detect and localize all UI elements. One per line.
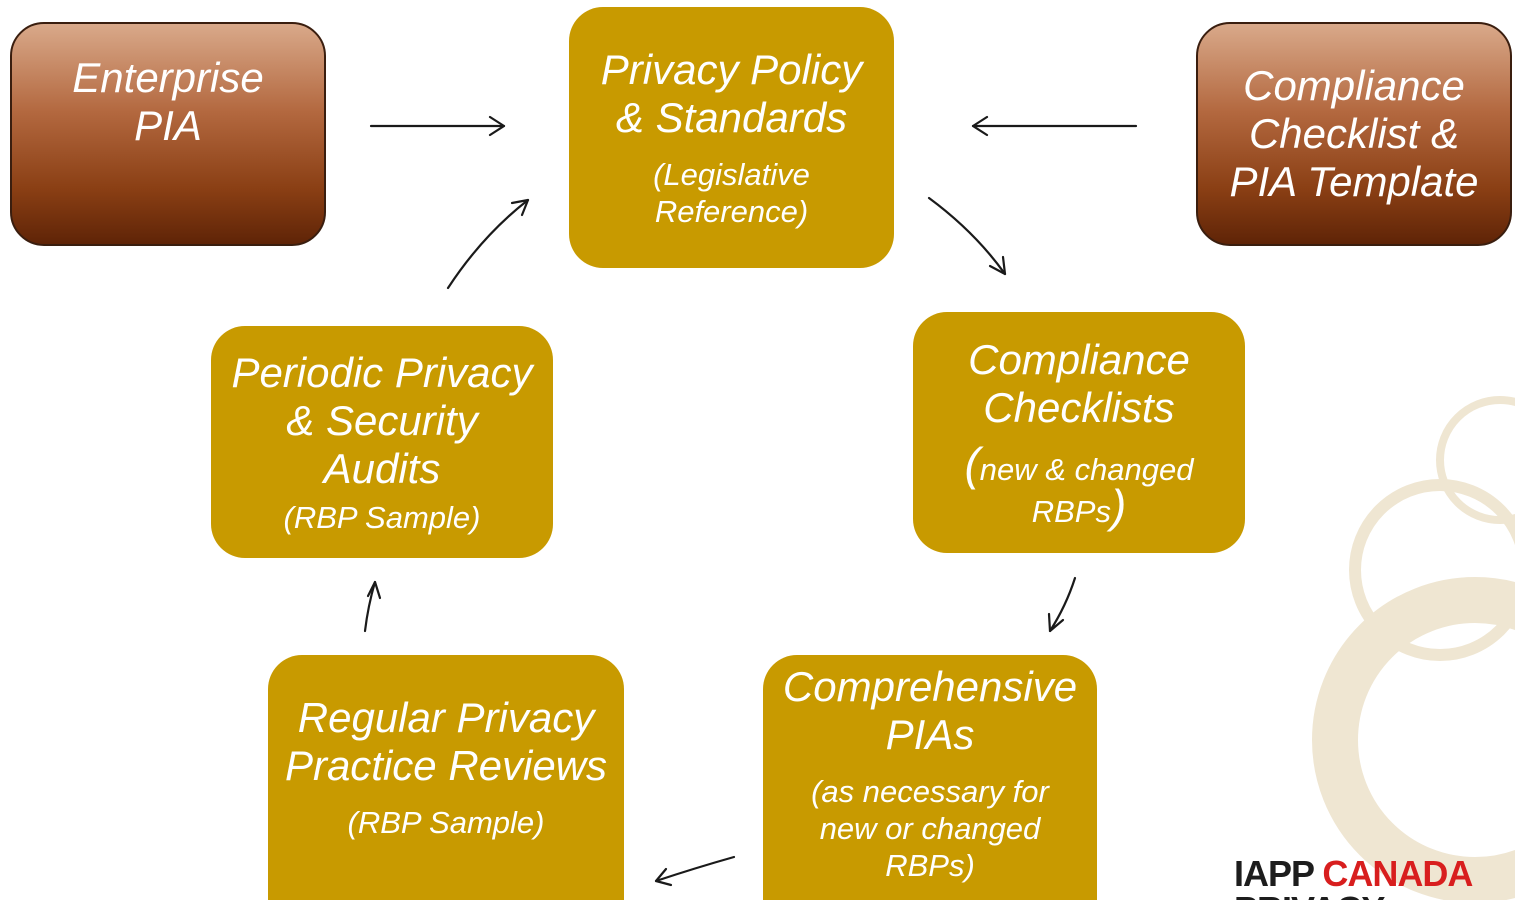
arrow-template-to-policy <box>971 115 1138 137</box>
watermark-ring <box>1312 577 1515 900</box>
comprehensive-sub2: new or changed <box>819 811 1041 846</box>
security-audits-line1: Periodic Privacy <box>231 348 533 396</box>
security-audits-node: Periodic Privacy & Security Audits (RBP … <box>211 326 553 558</box>
close-paren: ) <box>1110 479 1127 532</box>
privacy-policy-line1: Privacy Policy <box>600 45 863 93</box>
logo-word1: IAPP <box>1234 855 1314 894</box>
practice-reviews-sub: (RBP Sample) <box>347 805 545 840</box>
compliance-checklists-sub1: (new & changed <box>964 437 1194 490</box>
security-audits-sub: (RBP Sample) <box>283 499 481 535</box>
logo-word2: CANADA <box>1322 855 1473 894</box>
practice-reviews-line2: Practice Reviews <box>284 742 608 789</box>
compliance-template-line1: Compliance <box>1243 62 1465 109</box>
arrow-checklists-to-comprehensive <box>1047 576 1077 633</box>
compliance-template-node: Compliance Checklist & PIA Template <box>1196 22 1512 246</box>
comprehensive-sub1: (as necessary for <box>811 774 1049 809</box>
compliance-checklists-sub2: RBPs) <box>1031 479 1127 532</box>
privacy-policy-line2: & Standards <box>615 93 848 141</box>
iapp-logo: IAPP CANADA PRIVACY <box>1234 855 1515 900</box>
comprehensive-line2: PIAs <box>885 711 975 758</box>
compliance-checklists-line2: Checklists <box>983 383 1175 431</box>
watermark-ring <box>1349 479 1515 661</box>
security-audits-line2: & Security <box>286 396 478 444</box>
enterprise-pia-node: Enterprise PIA <box>10 22 326 246</box>
arrow-policy-to-checklists <box>927 196 1007 276</box>
logo-line2: PRIVACY <box>1234 891 1515 900</box>
arrow-audits-to-policy <box>446 198 530 290</box>
compliance-template-line2: Checklist & <box>1248 110 1460 157</box>
compliance-template-line3: PIA Template <box>1229 158 1479 205</box>
comprehensive-line1: Comprehensive <box>782 663 1078 710</box>
privacy-policy-node: Privacy Policy & Standards (Legislative … <box>569 7 894 268</box>
enterprise-pia-title: Enterprise PIA <box>72 54 264 149</box>
privacy-policy-sub2: Reference) <box>654 193 809 229</box>
arrow-reviews-to-audits <box>363 580 382 633</box>
practice-reviews-node: Regular Privacy Practice Reviews (RBP Sa… <box>268 655 624 900</box>
practice-reviews-line1: Regular Privacy <box>297 694 595 741</box>
open-paren: ( <box>964 437 980 490</box>
security-audits-line3: Audits <box>323 444 441 492</box>
comprehensive-pias-node: Comprehensive PIAs (as necessary for new… <box>763 655 1097 900</box>
privacy-policy-sub1: (Legislative <box>653 156 810 192</box>
arrow-comprehensive-to-reviews <box>654 855 736 887</box>
watermark-ring <box>1436 396 1515 524</box>
comprehensive-sub3: RBPs) <box>885 848 975 883</box>
compliance-checklists-node: Compliance Checklists (new & changed RBP… <box>913 312 1245 553</box>
arrow-enterprise-to-policy <box>369 115 506 137</box>
compliance-checklists-line1: Compliance <box>968 335 1190 383</box>
